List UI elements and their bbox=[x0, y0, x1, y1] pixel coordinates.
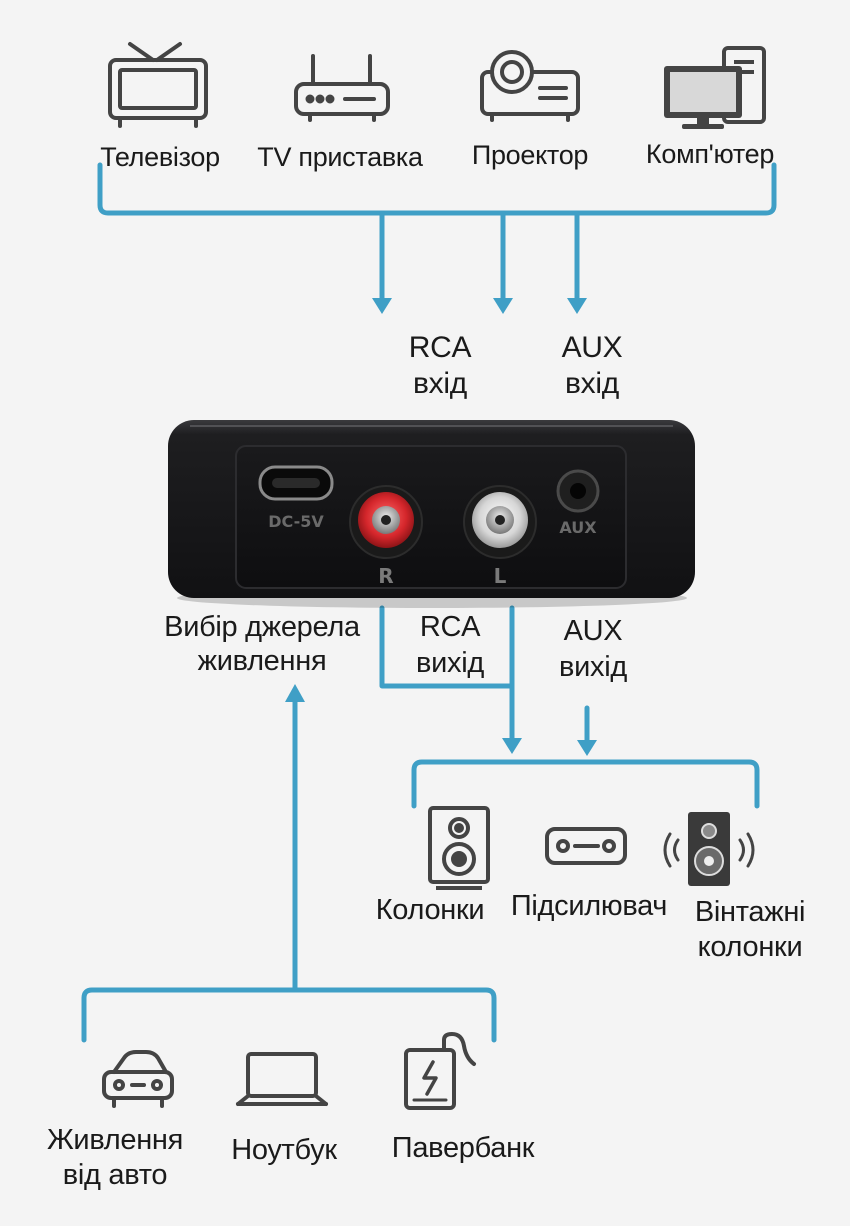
rca-out-label-1: RCA bbox=[419, 611, 481, 643]
powerbank-icon bbox=[404, 1032, 476, 1110]
car-power-label-2: від авто bbox=[62, 1159, 168, 1191]
aux-out-label-2: вихід bbox=[559, 651, 627, 683]
tv-icon bbox=[108, 42, 208, 128]
laptop-label: Ноутбук bbox=[231, 1134, 337, 1166]
aux-out-arrowhead bbox=[577, 740, 597, 756]
aux-in-label-2: вхід bbox=[565, 367, 619, 400]
computer-icon bbox=[664, 46, 766, 129]
power-bracket bbox=[81, 987, 497, 1043]
power-select-label-1: Вибір джерела bbox=[164, 611, 360, 643]
speakers-label: Колонки bbox=[375, 894, 485, 926]
speaker-icon bbox=[428, 806, 490, 890]
projector-icon bbox=[480, 50, 580, 122]
dc-5v-label: DC-5V bbox=[268, 512, 324, 531]
aux-out-label-1: AUX bbox=[563, 615, 623, 647]
aux-in-label-1: AUX bbox=[561, 331, 623, 364]
bluetooth-adapter-device: DC-5V R L AUX bbox=[168, 420, 695, 608]
connection-lines bbox=[81, 162, 777, 1043]
computer-label: Комп'ютер bbox=[645, 139, 775, 169]
rca-in-arrowhead-left bbox=[372, 298, 392, 314]
amplifier-label: Підсилювач bbox=[510, 890, 668, 922]
car-icon bbox=[102, 1050, 174, 1108]
laptop-icon bbox=[236, 1052, 328, 1106]
sources-bracket bbox=[97, 162, 777, 216]
powerbank-label: Павербанк bbox=[391, 1132, 535, 1164]
tv-box-label: TV приставка bbox=[257, 142, 423, 172]
left-channel-label: L bbox=[494, 564, 507, 588]
vintage-label-1: Вінтажні bbox=[694, 896, 806, 928]
rca-in-label-2: вхід bbox=[413, 367, 467, 400]
arrowheads bbox=[285, 298, 597, 756]
rca-out-label-2: вихід bbox=[416, 647, 484, 679]
rca-out-arrowhead bbox=[502, 738, 522, 754]
aux-in-arrowhead bbox=[567, 298, 587, 314]
projector-label: Проектор bbox=[471, 140, 589, 170]
rca-in-label-1: RCA bbox=[408, 331, 472, 364]
tv-box-icon bbox=[294, 54, 390, 122]
tv-label: Телевізор bbox=[100, 142, 220, 172]
power-select-label-2: живлення bbox=[197, 645, 327, 677]
right-channel-label: R bbox=[378, 564, 393, 588]
vintage-speaker-icon bbox=[663, 812, 755, 886]
sinks-bracket bbox=[411, 759, 760, 809]
aux-port-label: AUX bbox=[559, 518, 597, 537]
amplifier-icon bbox=[545, 827, 627, 865]
vintage-label-2: колонки bbox=[697, 931, 803, 963]
rca-out-line bbox=[379, 605, 515, 689]
power-arrowhead bbox=[285, 684, 305, 702]
car-power-label-1: Живлення bbox=[46, 1124, 184, 1156]
rca-in-arrowhead-right bbox=[493, 298, 513, 314]
